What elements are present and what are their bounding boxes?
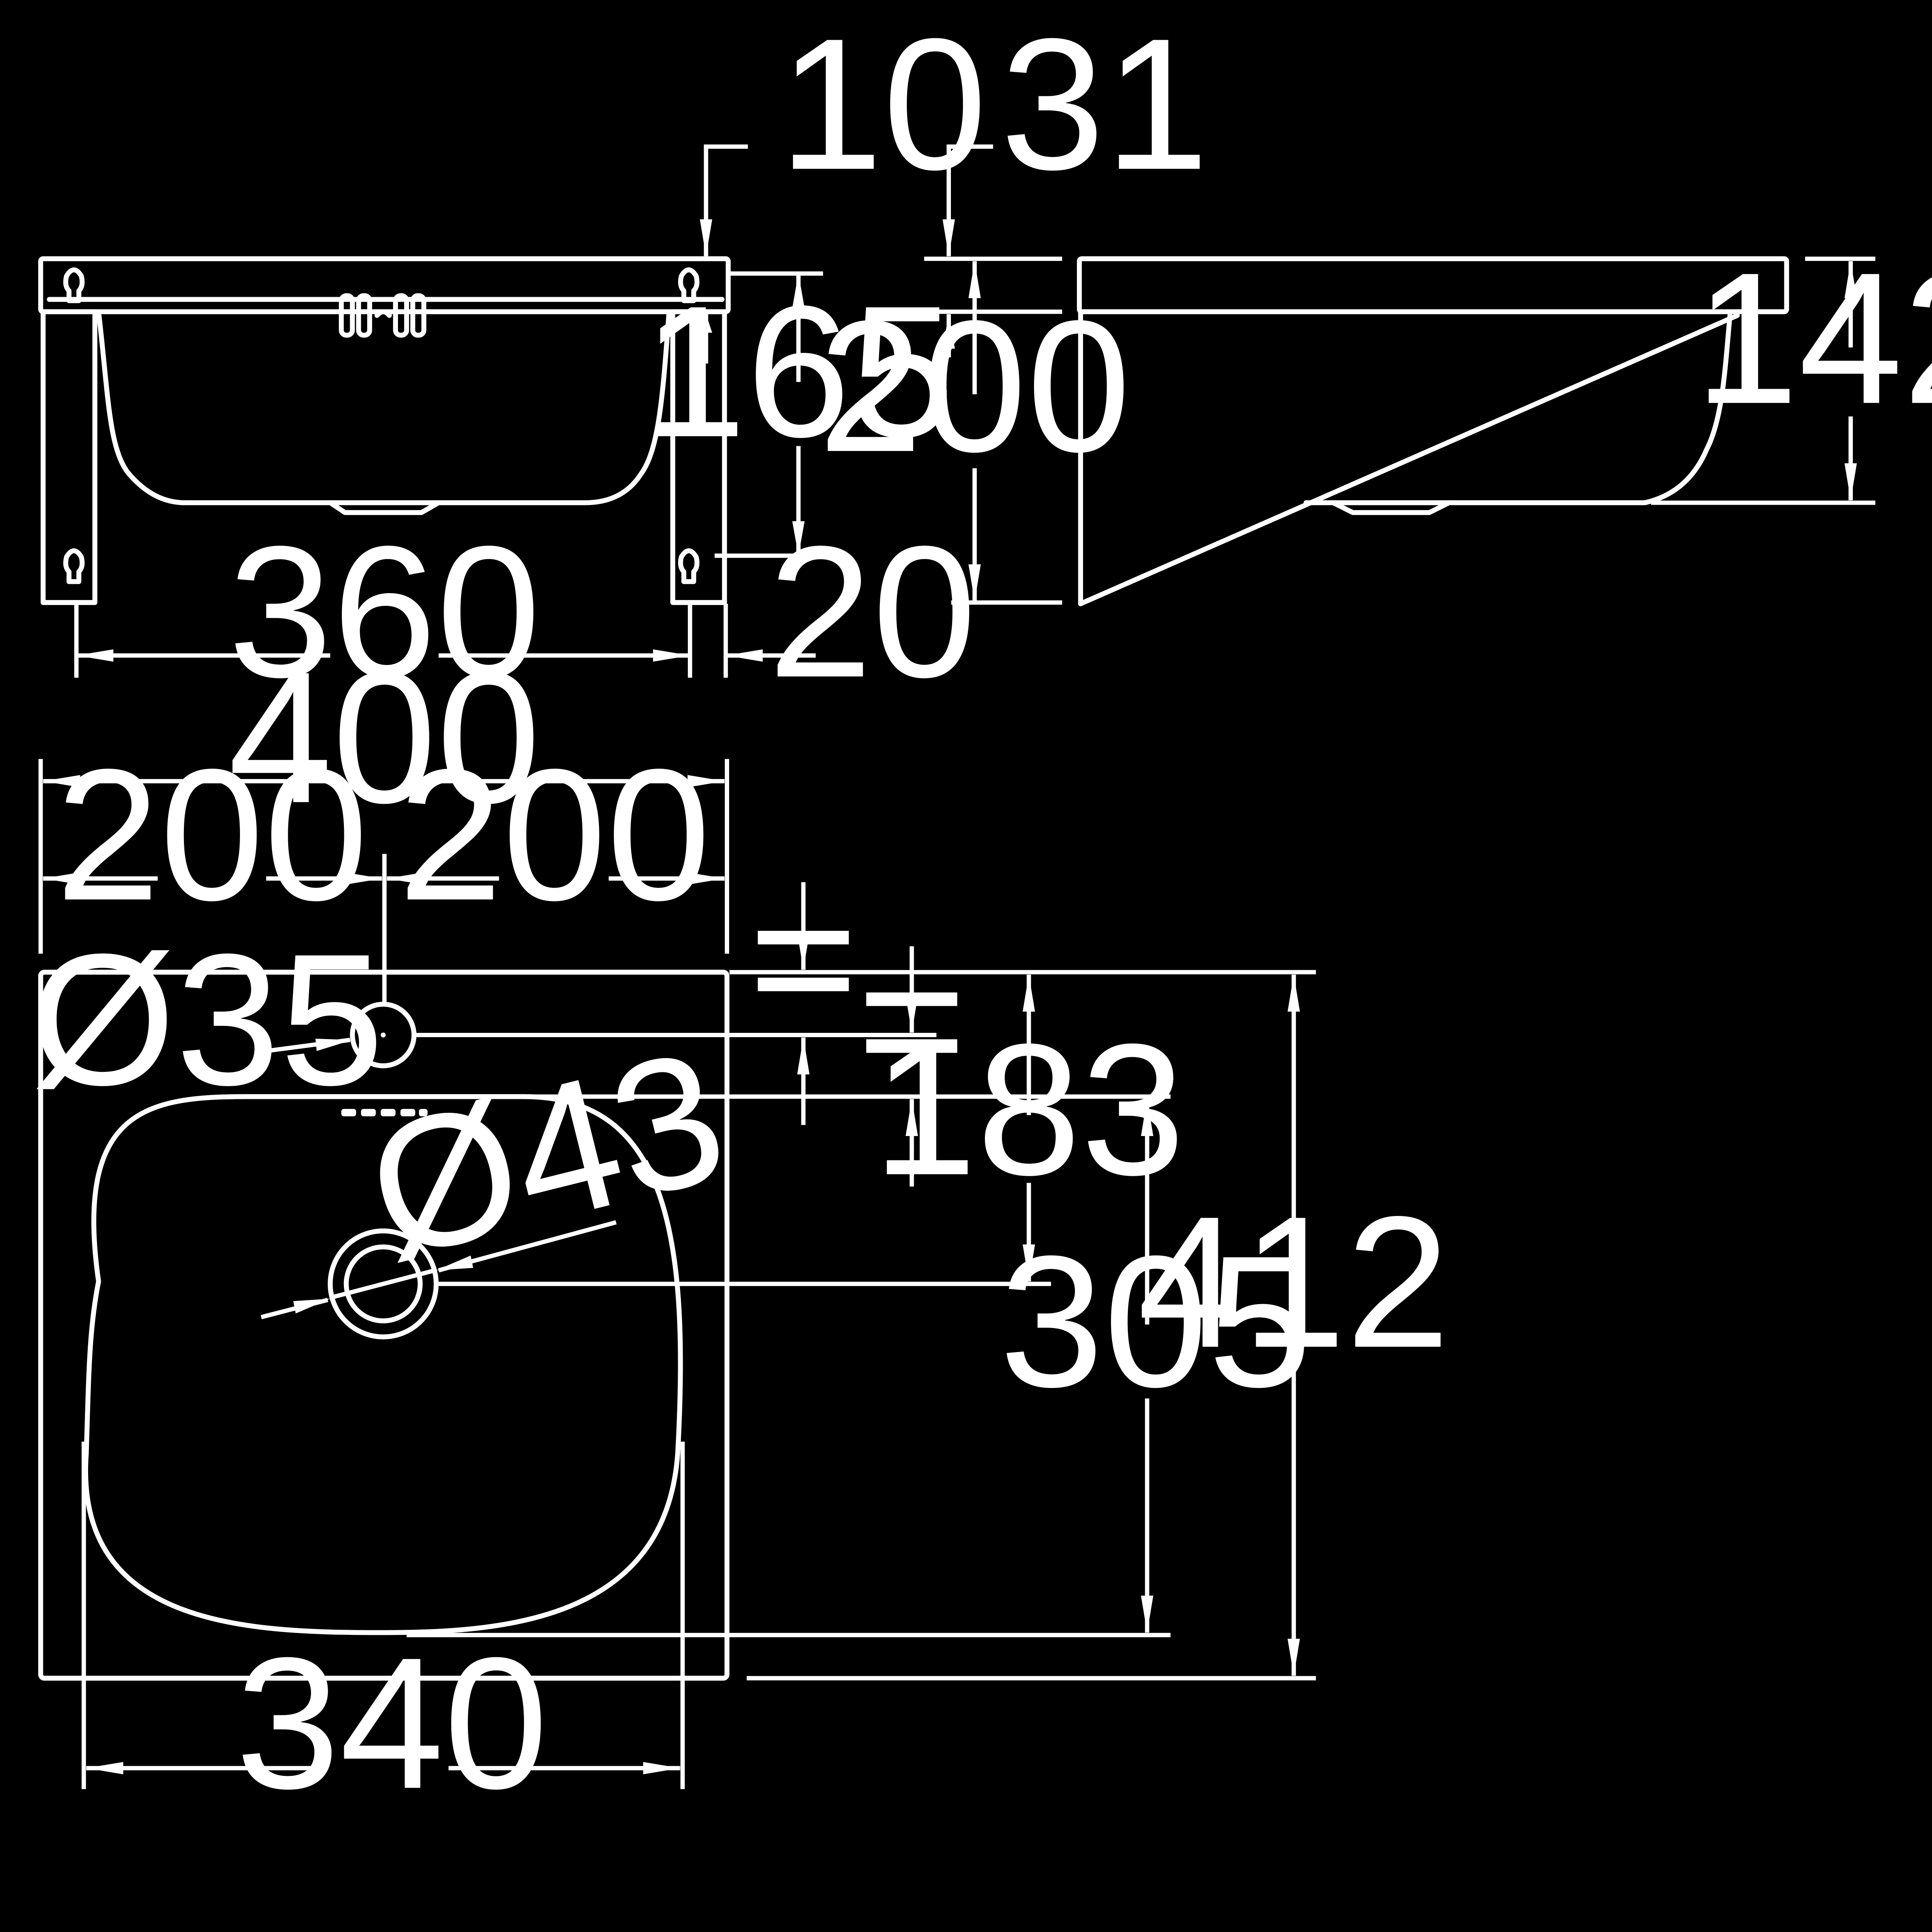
dim-label-tap-hole: Ø35	[30, 915, 384, 1124]
overflow-slots-icon	[338, 293, 427, 338]
dim-label-305: 305	[1000, 1216, 1312, 1426]
dimension-20: 20	[723, 507, 976, 716]
dimension-360: 360	[74, 507, 692, 716]
dimension-412: 412	[747, 975, 1450, 1680]
dim-label-200-height: 200	[818, 281, 1131, 491]
dim-label-10: 10	[779, 0, 987, 209]
keyhole-icon	[63, 267, 700, 584]
dim-label-412: 412	[1138, 1177, 1450, 1386]
dimension-10: 10	[700, 0, 987, 364]
dim-label-200-right: 200	[398, 730, 711, 939]
dimension-400: 400	[38, 633, 729, 954]
dim-label-183: 183	[872, 1005, 1185, 1214]
dimension-165: 165	[642, 267, 955, 558]
drain-outer-circle	[328, 1228, 439, 1340]
equal-mark-1: =	[749, 853, 858, 1063]
dim-label-340: 340	[236, 1618, 548, 1828]
drain-inner-circle	[344, 1244, 423, 1323]
dimension-183: 183	[439, 975, 1185, 1286]
dimension-305: 305	[406, 1094, 1312, 1638]
plan-view: 400 200 200 Ø35 Ø43	[30, 633, 1450, 1828]
dimension-142: 142	[1651, 233, 1932, 505]
dim-label-200-left: 200	[56, 730, 368, 939]
dimension-equal-spacing: = =	[414, 853, 1316, 1187]
dim-label-31: 31	[1000, 0, 1209, 209]
dimension-200-height: 200	[818, 261, 1131, 605]
dim-label-20: 20	[768, 507, 976, 716]
side-view-outline	[1077, 256, 1789, 606]
side-view: 31 200 142	[818, 0, 1932, 606]
dim-label-360: 360	[228, 507, 541, 716]
equal-mark-2: =	[857, 915, 966, 1124]
dim-label-400: 400	[228, 633, 541, 842]
dimension-31: 31	[924, 0, 1209, 357]
front-view: 10 165 360 20	[38, 0, 987, 716]
dim-label-142: 142	[1694, 233, 1932, 443]
overflow-slots-icon	[341, 1109, 428, 1117]
dimension-tap-hole: Ø35	[30, 915, 384, 1124]
dim-label-165: 165	[642, 267, 955, 476]
dimension-200-halves: 200 200	[43, 730, 724, 1004]
dimension-340: 340	[82, 1441, 685, 1828]
